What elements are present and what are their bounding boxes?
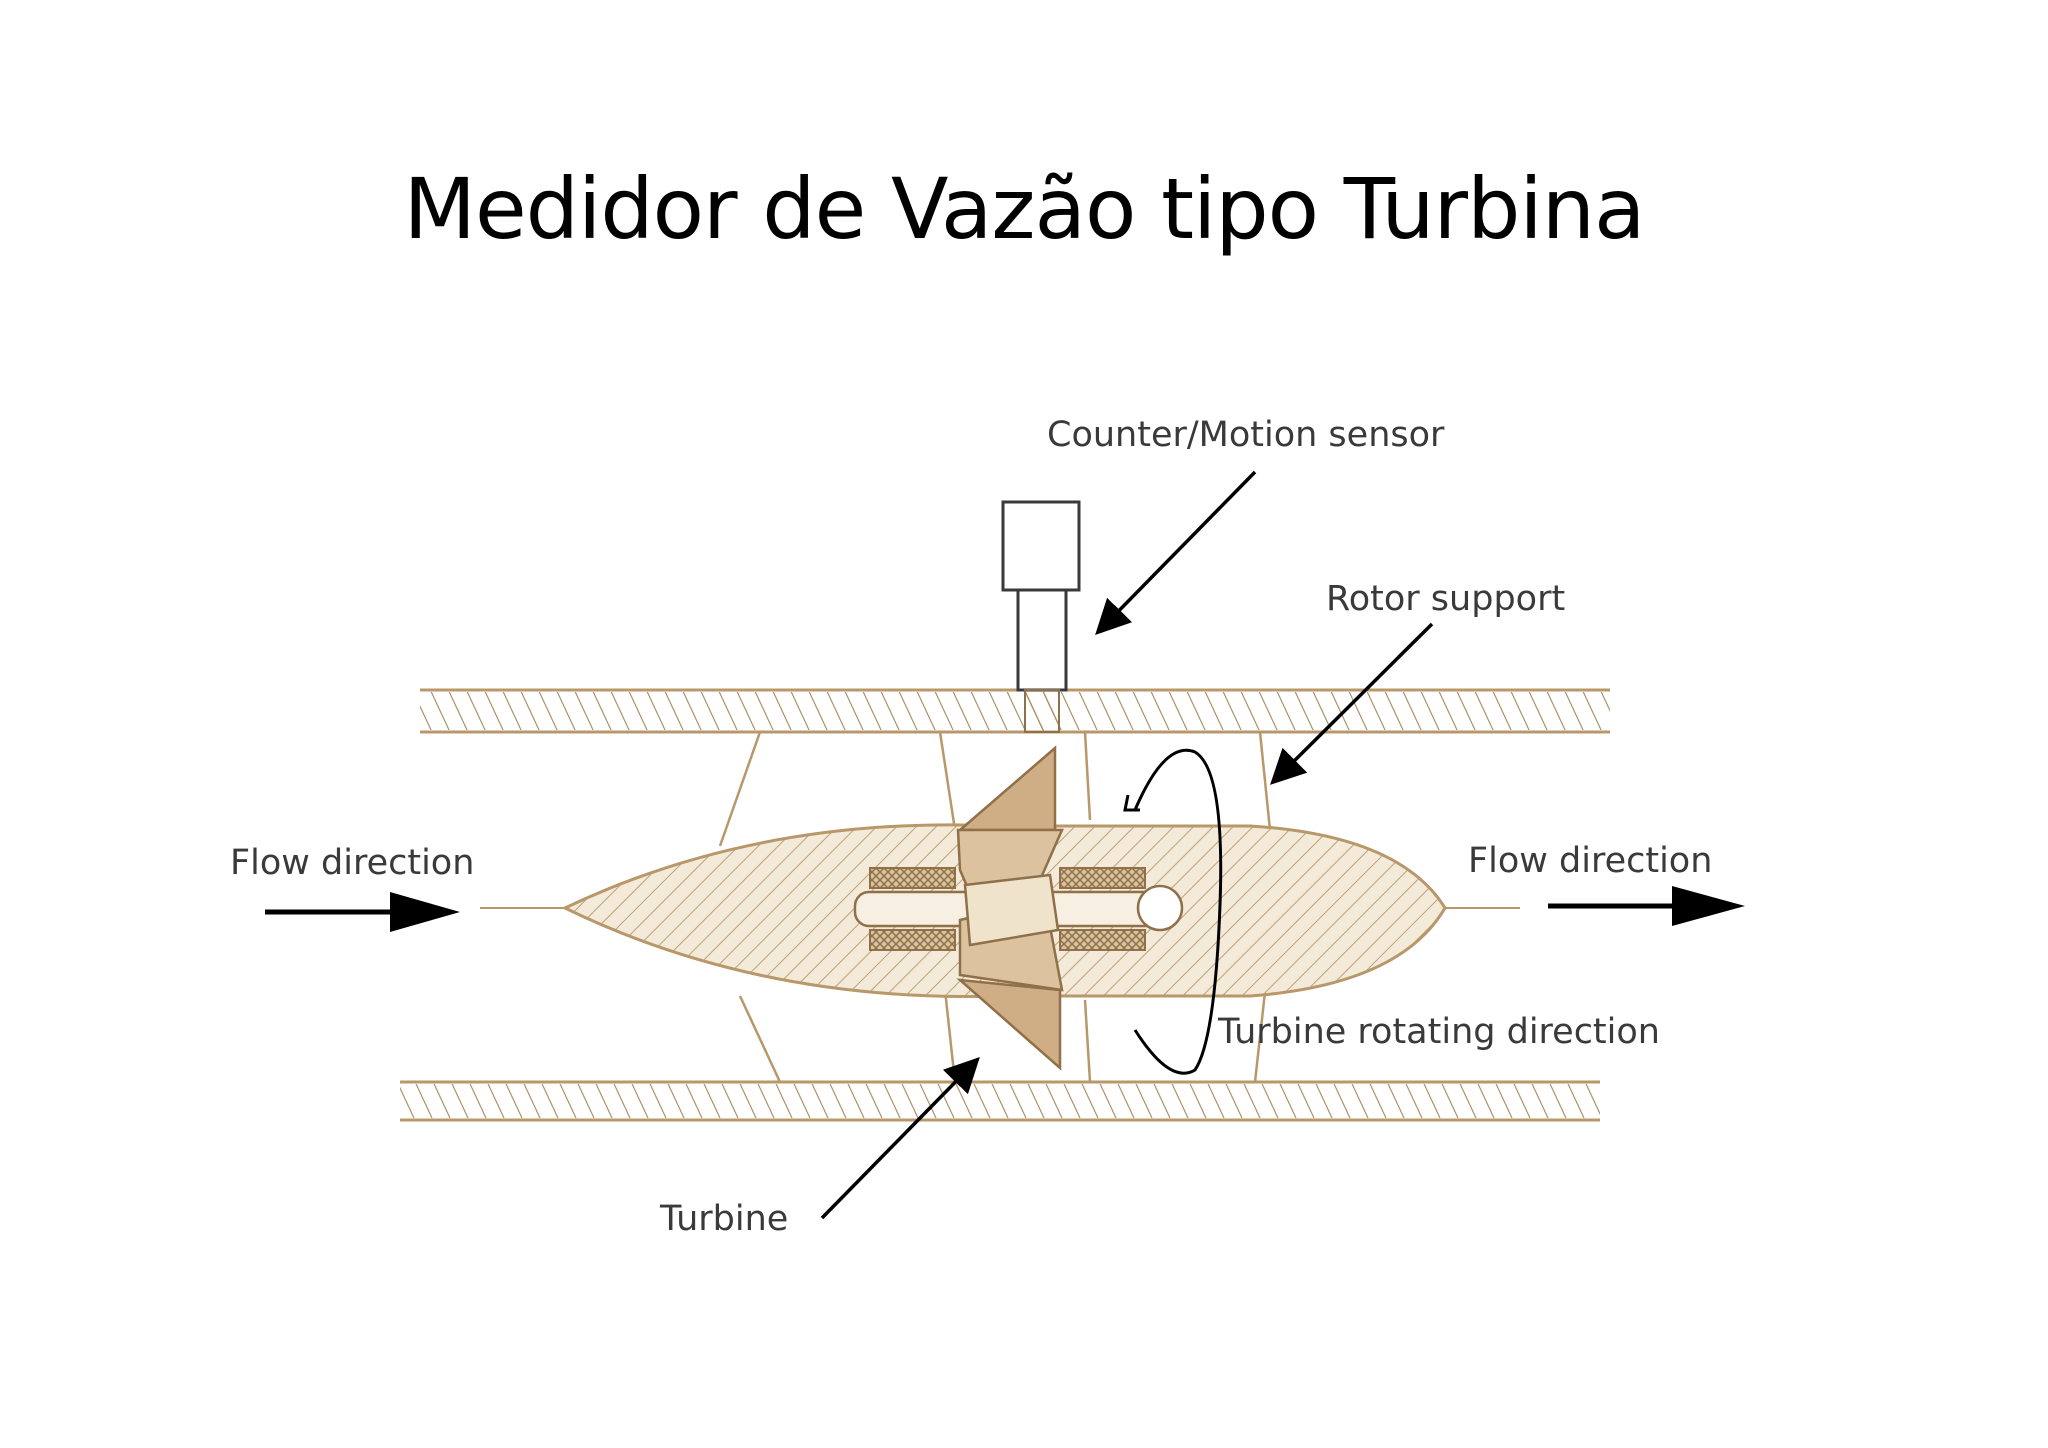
label-flow-direction-out: Flow direction xyxy=(1468,841,1712,881)
sensor-pointer-arrow xyxy=(1095,470,1257,635)
label-turbine: Turbine xyxy=(659,1199,788,1239)
flow-in-arrow xyxy=(265,892,460,932)
pipe-top-wall xyxy=(420,688,1610,734)
label-flow-direction-in: Flow direction xyxy=(230,843,474,883)
counter-motion-sensor xyxy=(1001,500,1081,733)
label-counter-motion-sensor: Counter/Motion sensor xyxy=(1047,415,1445,455)
rotor-support-pointer-arrow xyxy=(1270,622,1434,785)
slide-title: Medidor de Vazão tipo Turbina xyxy=(403,160,1646,258)
pipe-bottom-wall xyxy=(400,1080,1600,1122)
rotation-arrow xyxy=(1123,748,1223,1075)
label-turbine-rotating-direction: Turbine rotating direction xyxy=(1217,1012,1660,1052)
label-rotor-support: Rotor support xyxy=(1326,579,1565,619)
flow-out-arrow xyxy=(1548,886,1745,926)
rotor-support-struts xyxy=(718,731,1272,1083)
turbine-pointer-arrow xyxy=(820,1057,980,1220)
bearings xyxy=(869,867,1146,951)
turbine-blades xyxy=(956,745,1064,1071)
